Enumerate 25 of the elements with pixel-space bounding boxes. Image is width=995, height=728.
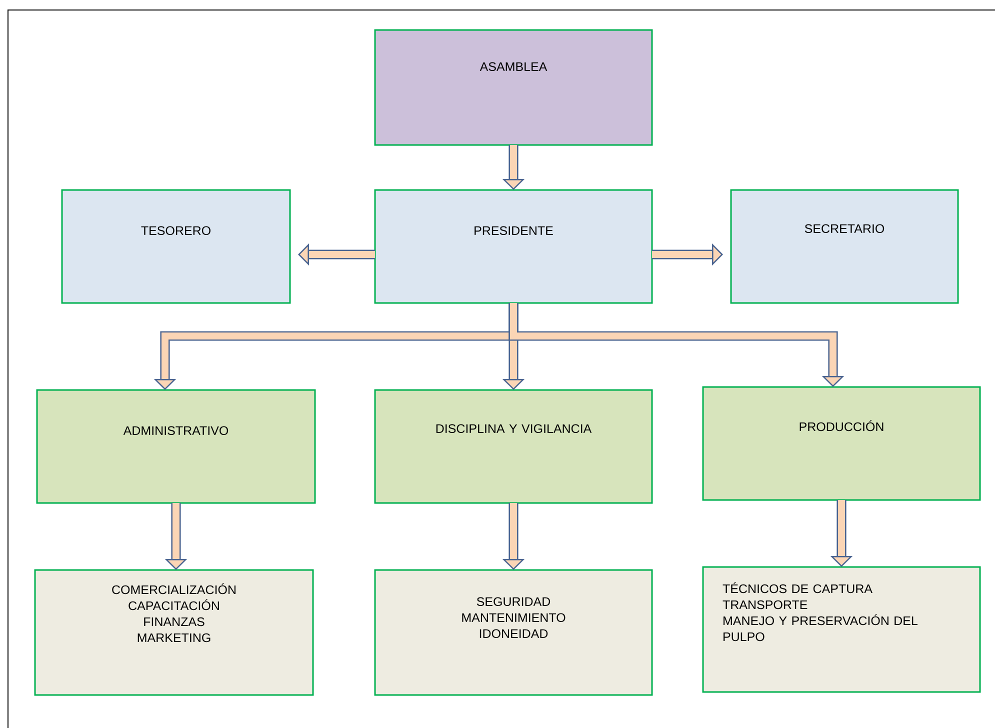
node-label: MARKETING	[138, 633, 210, 642]
org-box	[374, 569, 653, 696]
box-label: SECRETARIO	[804, 224, 884, 234]
box-label: PRESIDENTE	[474, 226, 553, 236]
org-box	[702, 566, 981, 693]
org-box	[702, 386, 981, 501]
org-box	[730, 189, 959, 304]
org-box	[61, 189, 291, 304]
node-label: CAPACITACIÓN	[128, 599, 219, 610]
item-list: COMERCIALIZACIÓN CAPACITACIÓN FINANZAS MARKETING	[112, 583, 236, 642]
node-label: FINANZAS	[144, 617, 204, 626]
org-box	[374, 189, 653, 304]
item-list: SEGURIDAD MANTENIMIENTO IDONEIDAD	[462, 597, 566, 638]
box-label: ADMINISTRATIVO	[123, 426, 228, 436]
box-label: PRODUCCIÓN	[800, 420, 884, 432]
box-label: TESORERO	[141, 226, 210, 236]
item-list: TÉCNICOS DE CAPTURA TRANSPORTE MANEJO Y PRESERVACIÓN DEL PULPO	[722, 582, 918, 642]
box-label: ASAMBLEA	[480, 62, 548, 72]
org-box	[374, 29, 653, 146]
node-label: COMERCIALIZACIÓN	[112, 583, 236, 594]
org-box	[374, 389, 653, 504]
box-label: DISCIPLINA Y VIGILANCIA	[436, 424, 592, 434]
org-box	[34, 569, 314, 696]
org-box	[36, 389, 316, 504]
block-arrow	[508, 303, 844, 387]
